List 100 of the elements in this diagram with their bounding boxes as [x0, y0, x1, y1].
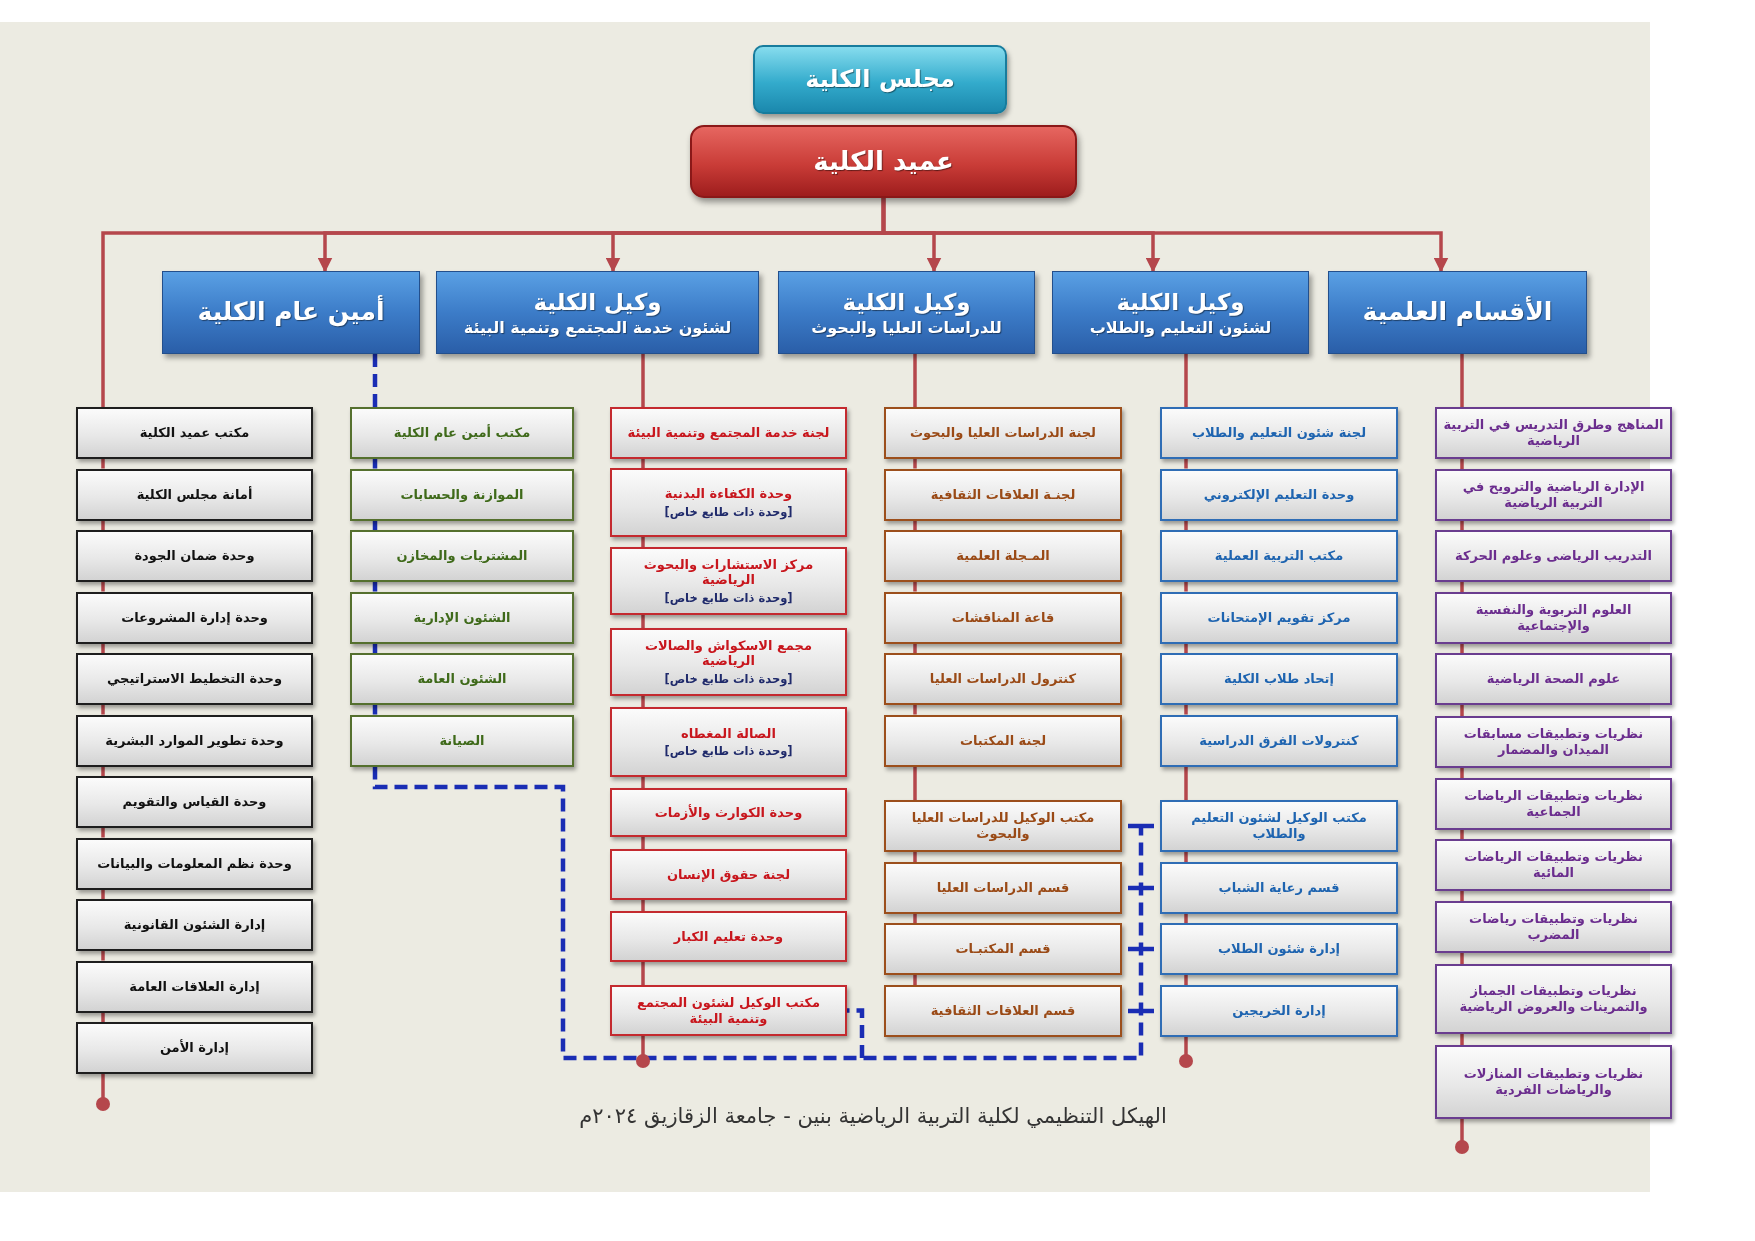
unit-box	[1435, 469, 1672, 521]
dean-box	[690, 125, 1077, 198]
connector-line	[101, 828, 105, 838]
unit-box	[884, 985, 1122, 1037]
unit-box	[1160, 862, 1398, 914]
box-title: لجنة شئون التعليم والطلاب	[1191, 425, 1367, 441]
connector-line	[913, 520, 917, 530]
unit-box	[610, 628, 847, 696]
connector-line	[913, 975, 917, 985]
division-box	[162, 271, 420, 354]
box-title: أمانة مجلس الكلية	[136, 486, 253, 503]
box-title: لجنة خدمة المجتمع وتنمية البيئة	[627, 425, 830, 441]
connector-line	[641, 900, 645, 911]
connector-line	[1184, 766, 1188, 800]
box-title: إدارة العلاقات العامة	[129, 978, 260, 995]
unit-box	[350, 468, 574, 521]
box-title: نظريات وتطبيقات رياضات المضرب	[1468, 911, 1639, 943]
box-title: وكيل الكلية	[533, 287, 662, 316]
unit-box	[884, 862, 1122, 914]
box-subtitle: لشئون التعليم والطلاب	[1089, 317, 1272, 338]
box-title: وحدة الكوارث والأزمات	[654, 804, 803, 821]
connector-line	[1184, 520, 1188, 530]
unit-box	[350, 530, 574, 582]
connector-line	[913, 766, 917, 800]
box-title: لجنة حقوق الإنسان	[666, 866, 791, 883]
unit-box	[1160, 468, 1398, 521]
unit-box	[1160, 653, 1398, 705]
connector-line	[101, 1012, 105, 1022]
box-title: وحدة ضمان الجودة	[134, 548, 255, 564]
connector-line	[913, 643, 917, 653]
unit-box	[76, 960, 313, 1013]
box-title: الصيانة	[439, 732, 485, 749]
connector-line	[1460, 644, 1464, 653]
connector-line	[1184, 705, 1188, 715]
unit-box	[1435, 716, 1672, 768]
box-title: الشئون العامة	[417, 671, 507, 687]
box-title: وحدة التعليم الإلكتروني	[1203, 486, 1355, 503]
box-title: مجمع الاسكواش والصالات الرياضية	[644, 637, 813, 670]
unit-box	[76, 1022, 313, 1074]
unit-box	[350, 653, 574, 705]
connector-line	[101, 520, 105, 530]
box-title: مكتب الوكيل لشئون المجتمع وتنمية البيئة	[635, 994, 822, 1027]
unit-box	[884, 923, 1122, 975]
box-title: إدارة شئون الطلاب	[1217, 941, 1341, 957]
box-subtitle: للدراسات العليا والبحوث	[811, 317, 1002, 338]
box-title: وحدة نظم المعلومات والبيانات	[97, 855, 292, 872]
unit-box	[610, 707, 847, 777]
box-title: مركز الاستشارات والبحوث الرياضية	[642, 556, 815, 589]
connector-line	[913, 459, 917, 469]
connector-line	[101, 582, 105, 592]
unit-box	[610, 788, 847, 837]
division-box	[1328, 271, 1587, 354]
box-title: التدريب الرياضى وعلوم الحركة	[1455, 548, 1652, 564]
unit-box	[1435, 839, 1672, 891]
unit-box	[1160, 591, 1398, 644]
unit-box	[350, 591, 574, 644]
unit-box	[1160, 530, 1398, 582]
connector-line	[913, 705, 917, 715]
connector-line	[1184, 582, 1188, 592]
box-title: لجنة الدراسات العليا والبحوث	[910, 425, 1096, 441]
box-title: الإدارة الرياضية والترويح في التربية الرياضية	[1461, 479, 1646, 511]
connector-line	[641, 962, 645, 985]
box-title: نظريات وتطبيقات الرياضات المائية	[1463, 849, 1644, 881]
box-title: المشتريات والمخازن	[396, 548, 528, 564]
connector-line	[641, 537, 645, 547]
connector-line	[101, 951, 105, 961]
box-title: مكتب التربية العملية	[1214, 548, 1344, 564]
box-title: كنترول الدراسات العليا	[929, 671, 1077, 687]
dashed-connector	[372, 643, 378, 653]
division-box	[778, 271, 1035, 354]
box-title: مجلس الكلية	[805, 64, 955, 95]
connector-line	[101, 705, 105, 715]
connector-line	[1184, 852, 1188, 862]
connector-line	[1460, 768, 1464, 778]
box-title: مكتب عميد الكلية	[139, 425, 250, 441]
division-box	[1052, 271, 1309, 354]
unit-box	[610, 985, 847, 1036]
box-title: الموازنة والحسابات	[400, 486, 524, 503]
box-title: إتحاد طلاب الكلية	[1224, 671, 1334, 687]
box-title: عميد الكلية	[813, 145, 954, 178]
box-title: وحدة التخطيط الاستراتيجي	[106, 671, 283, 687]
dashed-connector	[372, 520, 378, 530]
box-title: نظريات وتطبيقات مسابقات الميدان والمضمار	[1462, 726, 1645, 758]
box-title: نظريات وتطبيقات المنازلات والرياضات الفردية	[1462, 1066, 1645, 1098]
unit-box	[1435, 778, 1672, 830]
unit-box	[610, 547, 847, 615]
dashed-connector	[372, 459, 378, 469]
dashed-connector	[847, 1008, 865, 1058]
connector-line	[1460, 521, 1464, 530]
connector-line	[913, 852, 917, 862]
connector-line	[641, 459, 645, 468]
caption: الهيكل التنظيمي لكلية التربية الرياضية بنين - جامعة الزقازيق ٢٠٢٤م	[578, 1104, 1168, 1128]
unit-box	[76, 468, 313, 521]
unit-box	[884, 530, 1122, 582]
box-title: إدارة الخريجين	[1232, 1003, 1326, 1019]
division-box	[436, 271, 759, 354]
unit-box	[1435, 653, 1672, 705]
box-title: العلوم التربوية والنفسية والإجتماعية	[1474, 602, 1633, 634]
box-title: قسم العلاقات الثقافية	[930, 1003, 1076, 1019]
box-title: المـجلة العلمية	[956, 548, 1050, 564]
